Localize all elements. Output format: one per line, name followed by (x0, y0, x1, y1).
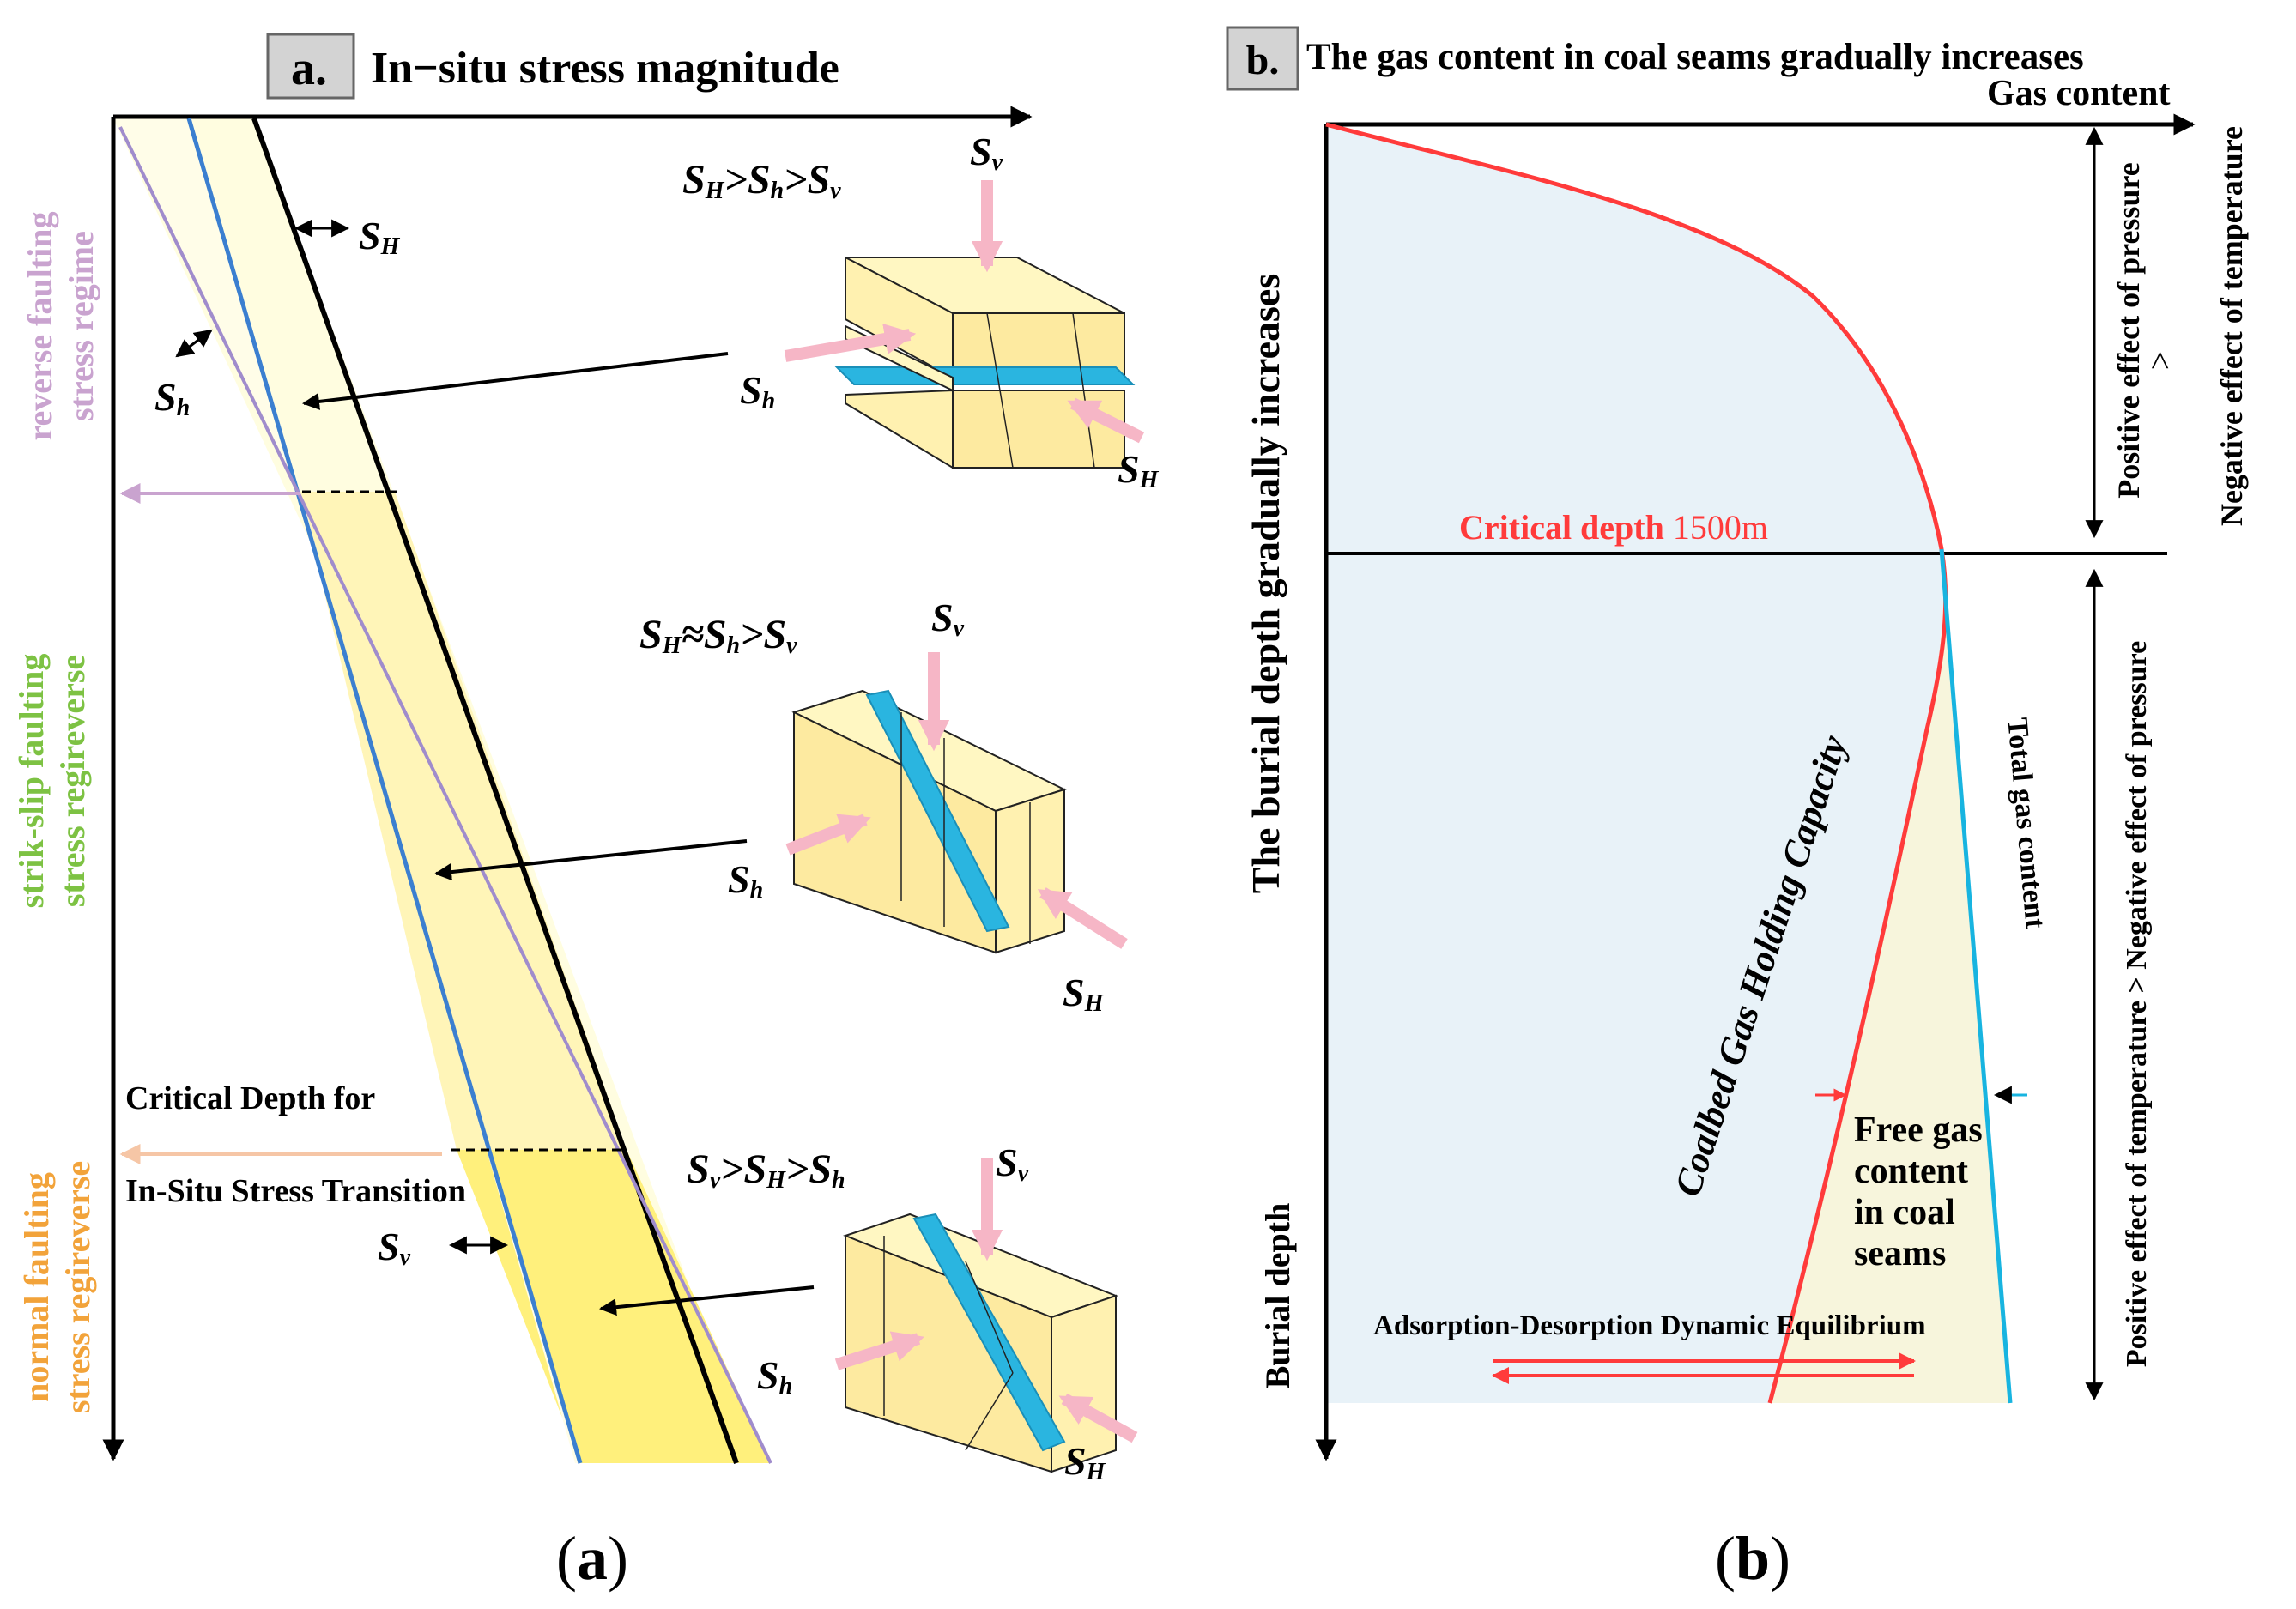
y-axis-label: The burial depth gradually increases (1244, 274, 1287, 893)
free-gas-line3: in coal (1854, 1193, 1955, 1232)
equilibrium-label: Adsorption-Desorption Dynamic Equilibriu… (1373, 1310, 1926, 1341)
caption-a: (a) (556, 1524, 628, 1593)
panel-a-badge-text: a. (291, 42, 327, 95)
block-strike-sH: SH (1063, 971, 1105, 1017)
block-reverse-sH: SH (1118, 447, 1160, 493)
regime-reverse-line1: reverse faulting (21, 212, 59, 441)
y-axis-bottom-label: Burial depth (1258, 1203, 1297, 1389)
upper-compare-sign: > (2141, 351, 2179, 371)
condition-normal: Sv>SH>Sh (687, 1146, 845, 1194)
sv-label-bottom: Sv (378, 1225, 411, 1271)
panel-a-badge (266, 33, 355, 100)
upper-effect-label: Positive effect of pressure (2111, 162, 2146, 499)
free-gas-line1: Free gas (1854, 1110, 1983, 1150)
free-gas-line4: seams (1854, 1234, 1946, 1273)
regime-normal-line2: stress regireverse (58, 1161, 97, 1413)
total-gas-curve (1939, 548, 2013, 1404)
block-strike-slip (785, 652, 1128, 954)
regime-reverse-line2: stress regime (62, 231, 100, 421)
fill-free-gas-region (1770, 549, 2010, 1403)
pointer-arrow-normal (599, 1285, 815, 1316)
block-strike-sv: Sv (931, 596, 965, 642)
regime-strike-line2: stress regireverse (53, 655, 92, 907)
panel-b-badge (1226, 26, 1299, 91)
sv-line (251, 117, 739, 1465)
caption-b: (b) (1715, 1524, 1790, 1593)
panel-a: a. In−situ stress magnitude reverse faul… (12, 33, 1160, 1593)
upper-negative-label: Negative effect of temperature (2214, 126, 2249, 526)
sh-min-line (118, 126, 772, 1464)
panel-a-title: In−situ stress magnitude (371, 44, 839, 93)
pointer-arrow-reverse (302, 352, 729, 410)
panel-b: b. The gas content in coal seams gradual… (1226, 26, 2249, 1593)
panel-b-title: The gas content in coal seams gradually … (1306, 37, 2084, 77)
block-strike-sh: Sh (728, 857, 763, 904)
critical-depth-label-line1: Critical Depth for (125, 1080, 375, 1116)
critical-depth-label-line2: In-Situ Stress Transition (125, 1173, 466, 1209)
regime-strike-line1: strik-slip faulting (12, 654, 51, 909)
sh-label-top: Sh (154, 375, 190, 421)
regime-normal-line1: normal faulting (17, 1172, 56, 1402)
sh-max-line (186, 118, 583, 1464)
fill-adsorbed-region (1326, 124, 1946, 1403)
wedge-fill-middle (300, 492, 627, 1150)
sh-indicator-arrow (175, 329, 213, 358)
free-gas-line2: content (1854, 1152, 1968, 1191)
lower-effect-label: Positive effect of temperature > Negativ… (2121, 641, 2153, 1367)
pointer-arrow-strike (434, 839, 748, 881)
block-normal-sh: Sh (757, 1353, 792, 1400)
panel-b-badge-text: b. (1246, 38, 1280, 83)
condition-strike-slip: SH≈Sh>Sv (639, 612, 797, 659)
sv-label-top-axis: Sv (970, 130, 1003, 176)
total-gas-label: Total gas content (2001, 717, 2051, 930)
block-reverse (784, 180, 1145, 469)
x-axis-label: Gas content (1987, 74, 2171, 113)
block-normal-sv: Sv (996, 1140, 1029, 1187)
block-normal (834, 1158, 1138, 1473)
sH-label-top: SH (359, 214, 401, 260)
condition-reverse: SH>Sh>Sv (682, 157, 841, 204)
block-reverse-sh: Sh (740, 368, 775, 414)
